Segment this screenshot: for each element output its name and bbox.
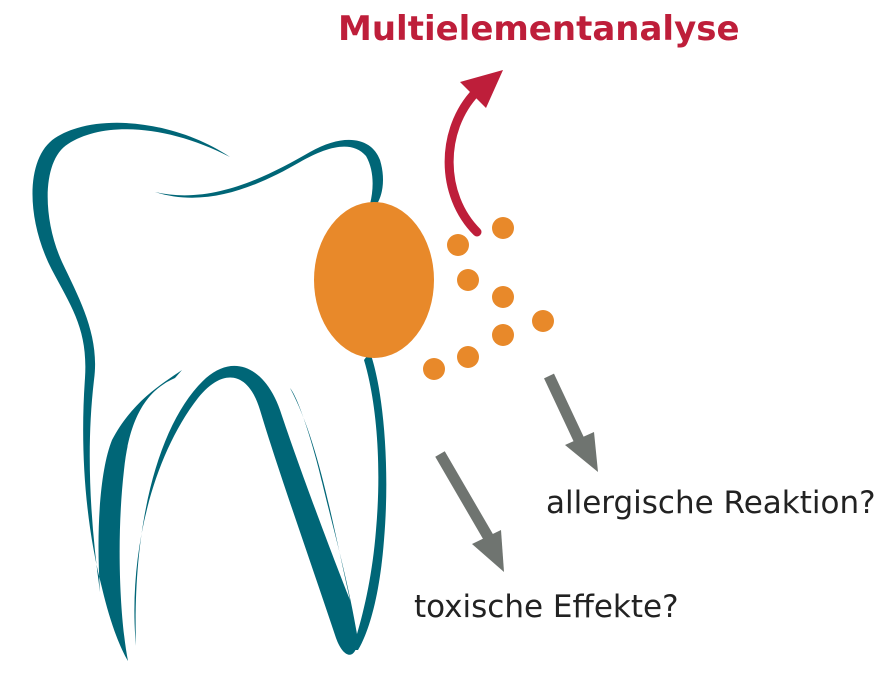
- particle-dot-icon: [457, 269, 479, 291]
- allergy-label: allergische Reaktion?: [546, 485, 876, 521]
- toxic-arrow-head: [472, 530, 504, 572]
- particle-dot-icon: [457, 346, 479, 368]
- allergy-arrow-shaft: [544, 373, 585, 445]
- particle-dot-icon: [423, 358, 445, 380]
- particle-dot-icon: [492, 324, 514, 346]
- toxic-arrow-shaft: [435, 451, 495, 543]
- particle-dot-icon: [532, 310, 554, 332]
- allergy-arrow-head: [565, 432, 598, 472]
- tooth-outline-icon: [32, 122, 387, 661]
- particle-dot-icon: [447, 234, 469, 256]
- analysis-arrow-head: [460, 70, 503, 108]
- toxic-label: toxische Effekte?: [414, 589, 679, 625]
- particle-dot-icon: [492, 286, 514, 308]
- allergy-arrow: [544, 373, 598, 472]
- toxic-arrow: [435, 451, 504, 572]
- tooth-right-side: [155, 139, 384, 204]
- analysis-arrow: [444, 70, 503, 237]
- particle-dot-icon: [492, 217, 514, 239]
- dental-filling-icon: [314, 202, 434, 358]
- analysis-arrow-shaft: [444, 87, 482, 237]
- tooth-right-root: [352, 352, 387, 650]
- particle-dots: [423, 217, 554, 380]
- diagram-title: Multielementanalyse: [338, 9, 740, 49]
- tooth-root-fork: [134, 365, 358, 655]
